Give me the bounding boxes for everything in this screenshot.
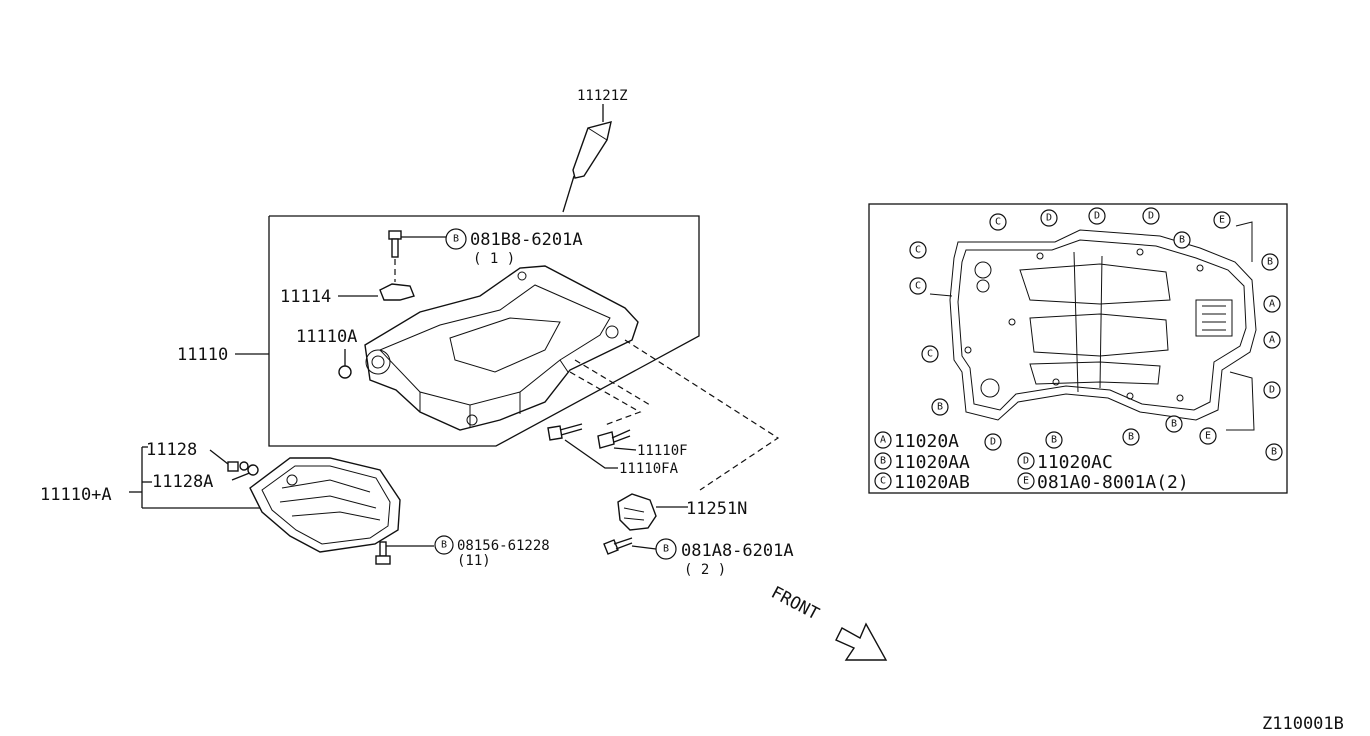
sealant-marker-letter: D <box>990 437 996 448</box>
oil-pan-upper-part <box>364 265 639 431</box>
drain-plug-part <box>227 461 259 476</box>
sealant-marker: A <box>1263 295 1281 313</box>
sealant-marker-letter: C <box>915 245 921 256</box>
front-arrow-icon <box>835 622 888 661</box>
sealant-marker: B <box>1045 431 1063 449</box>
label-drain-plug-upper: 11110A <box>296 327 357 347</box>
label-bolt-b3-code: 081A8-6201A <box>681 541 794 561</box>
sealant-marker: D <box>1263 381 1281 399</box>
svg-text:E: E <box>1023 476 1029 487</box>
callout-b-top: B 081B8-6201A ( 1 ) <box>445 228 583 267</box>
sealant-marker: B <box>1173 231 1191 249</box>
bolt-f <box>597 429 631 449</box>
label-bolt-b1-code: 081B8-6201A <box>470 230 583 250</box>
label-bracket: 11114 <box>280 287 331 307</box>
sealant-marker: E <box>1199 427 1217 445</box>
label-bolt-f: 11110F <box>637 443 688 459</box>
sealant-marker: C <box>909 277 927 295</box>
sealant-marker: C <box>921 345 939 363</box>
svg-text:11020AA: 11020AA <box>894 452 970 473</box>
sealant-marker: A <box>1263 331 1281 349</box>
sealant-marker: D <box>1040 209 1058 227</box>
sealant-marker: B <box>931 398 949 416</box>
sealant-marker-letter: E <box>1219 215 1225 226</box>
sealant-marker-letter: D <box>1269 385 1275 396</box>
label-bolt-b2-code: 08156-61228 <box>457 538 550 554</box>
callout-letter-b: B <box>663 544 669 555</box>
sealant-marker-letter: A <box>1269 299 1275 310</box>
callout-b-lower: B 08156-61228 (11) <box>434 535 550 569</box>
sealant-marker-letter: D <box>1148 211 1154 222</box>
label-drain-plug: 11128 <box>146 440 197 460</box>
sealant-marker: D <box>1142 207 1160 225</box>
sealant-marker-letter: D <box>1046 213 1052 224</box>
label-baffle: 11251N <box>686 499 747 519</box>
sealant-marker-letter: B <box>1128 432 1134 443</box>
label-sealant: 11121Z <box>577 88 628 104</box>
legend-item-a: A 11020A <box>874 431 959 452</box>
svg-text:A: A <box>880 435 886 446</box>
label-bolt-fa: 11110FA <box>619 461 679 477</box>
svg-text:11020AC: 11020AC <box>1037 452 1113 473</box>
sealant-tube: 11121Z <box>562 88 628 213</box>
svg-text:081A0-8001A(2): 081A0-8001A(2) <box>1037 472 1189 493</box>
svg-text:B: B <box>880 456 886 467</box>
label-front: FRONT <box>768 583 823 625</box>
oil-pan-lower-part <box>249 457 401 553</box>
svg-text:11020AB: 11020AB <box>894 472 970 493</box>
sealant-marker: D <box>984 433 1002 451</box>
baffle-part <box>617 493 657 531</box>
sealant-marker-letter: D <box>1094 211 1100 222</box>
sealant-detail-drawing <box>929 221 1257 431</box>
svg-text:D: D <box>1023 456 1029 467</box>
sealant-marker: B <box>1165 415 1183 433</box>
diagram-code: Z110001B <box>1262 714 1344 734</box>
sealant-marker-letter: B <box>1171 419 1177 430</box>
legend-item-c: C 11020AB <box>874 472 970 493</box>
sealant-marker: D <box>1088 207 1106 225</box>
legend-item-b: B 11020AA <box>874 452 970 473</box>
callout-b-baffle: B 081A8-6201A ( 2 ) <box>655 538 794 578</box>
bolt-fa <box>547 423 583 441</box>
sealant-marker: B <box>1122 428 1140 446</box>
sealant-marker-letter: B <box>1271 447 1277 458</box>
sealant-marker-letter: B <box>1267 257 1273 268</box>
label-oil-pan-upper: 11110 <box>177 345 228 365</box>
sealant-marker: B <box>1265 443 1283 461</box>
svg-text:C: C <box>880 476 886 487</box>
callout-letter-b: B <box>441 540 447 551</box>
front-indicator: FRONT <box>768 583 888 661</box>
legend-item-d: D 11020AC <box>1017 452 1113 473</box>
bolt-top <box>388 230 446 282</box>
sealant-marker-letter: C <box>995 217 1001 228</box>
sealant-marker-letter: B <box>937 402 943 413</box>
label-oil-pan-lower: 11110+A <box>40 485 112 505</box>
sealant-marker-letter: C <box>915 281 921 292</box>
callout-letter-b: B <box>453 234 459 245</box>
sealant-marker: E <box>1213 211 1231 229</box>
svg-text:11020A: 11020A <box>894 431 959 452</box>
sealant-marker: B <box>1261 253 1279 271</box>
drain-plug-upper-part <box>338 365 352 379</box>
label-bolt-b2-qty: (11) <box>457 553 491 569</box>
upper-pan-frame <box>268 215 700 447</box>
bracket-part <box>379 283 415 301</box>
sealant-marker: C <box>989 213 1007 231</box>
sealant-marker-letter: B <box>1051 435 1057 446</box>
sealant-marker-letter: C <box>927 349 933 360</box>
label-bolt-b1-qty: ( 1 ) <box>473 251 515 267</box>
sealant-markers: C D D D E B C C B A A C D B D B B B E B <box>909 207 1283 461</box>
bolt-baffle <box>603 537 657 555</box>
label-washer: 11128A <box>152 472 213 492</box>
sealant-marker-letter: E <box>1205 431 1211 442</box>
bolt-lower <box>375 541 434 565</box>
sealant-marker-letter: A <box>1269 335 1275 346</box>
sealant-marker: C <box>909 241 927 259</box>
sealant-legend: A 11020A B 11020AA C 11020AB D 11020AC E <box>874 431 1189 493</box>
sealant-marker-letter: B <box>1179 235 1185 246</box>
label-bolt-b3-qty: ( 2 ) <box>684 562 726 578</box>
legend-item-e: E 081A0-8001A(2) <box>1017 472 1189 493</box>
